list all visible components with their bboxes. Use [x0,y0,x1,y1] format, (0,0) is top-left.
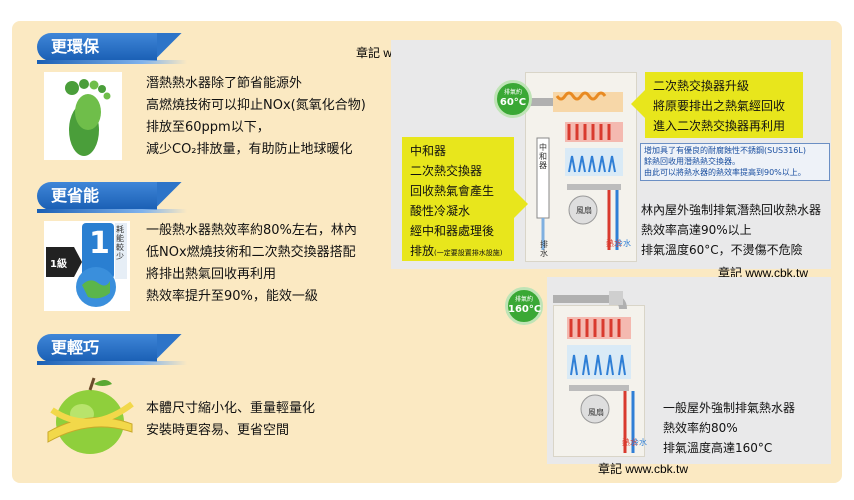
fan-label-bottom: 風扇 [588,408,604,417]
exhaust-badge-60-temp: 60°C [499,97,527,108]
cold-label-top: 冷水 [615,239,631,248]
eco-text: 潛熱熱水器除了節省能源外 高燃燒技術可以抑止NOx(氮氧化合物) 排放至60pp… [146,73,366,161]
condensing-heater-desc: 林內屋外強制排氣潛熱回收熱水器 熱效率高達90%以上 排氣溫度60°C，不燙傷不… [641,200,821,260]
standard-heater-desc: 一般屋外強制排氣熱水器 熱效率約80% 排氣溫度高達160°C [663,398,795,458]
stainless-note: 增加具了有優良的耐腐蝕性不銹鋼(SUS316L) 餘熱回收用潛熱熱交換器。 由此… [644,145,806,178]
standard-heater-internals [553,291,635,453]
stainless-note-box [640,143,830,181]
neutralizer-line-5: 經中和器處理後 [410,224,495,238]
stainless-note-2: 餘熱回收用潛熱熱交換器。 [644,157,740,166]
tab-energy: 更省能 [37,182,187,213]
condensing-heater-internals [525,91,623,250]
neutralizer-note: (一定要設置排水設施) [434,249,503,257]
neutralizer-line-6: 排放 [410,244,435,258]
neutralizer-line-4: 酸性冷凝水 [410,204,471,218]
tab-compact: 更輕巧 [37,334,187,365]
neutralizer-line-2: 二次熱交換器 [410,164,483,178]
compact-line-2: 安裝時更容易、更省空間 [146,423,290,438]
tab-energy-label: 更省能 [51,186,100,205]
secondary-callout-arrow [631,90,645,118]
energy-grade-small: 1級 [50,259,67,270]
energy-label-icon: 1級 1 耗能較少 [44,221,130,311]
neutralizer-callout-arrow [514,190,528,218]
secondary-line-1: 二次熱交換器升級 [653,79,750,93]
cold-label-bottom: 冷水 [631,438,647,447]
hot-label-top: 熱水 [606,239,622,248]
exhaust-badge-160: 排氣約 160°C [505,287,543,325]
exhaust-badge-160-temp: 160°C [508,304,542,315]
neutralizer-line-1: 中和器 [410,144,447,158]
eco-line-1: 潛熱熱水器除了節省能源外 [146,76,303,91]
eco-line-3: 排放至60ppm以下， [146,120,270,135]
standard-desc-2: 熱效率約80% [663,421,738,435]
compact-text: 本體尺寸縮小化、重量輕量化 安裝時更容易、更省空間 [146,398,315,442]
secondary-exchanger-callout: 二次熱交換器升級 將原要排出之熱氣經回收 進入二次熱交換器再利用 [645,72,803,138]
eco-line-2: 高燃燒技術可以抑止NOx(氮氧化合物) [146,98,366,113]
watermark-middle: 章記 www.cbk.tw [718,266,809,280]
drain-label: 排水 [540,240,548,258]
standard-desc-1: 一般屋外強制排氣熱水器 [663,401,796,415]
stainless-note-3: 由此可以將熱水器的熱效率提高到90%以上。 [644,168,806,177]
energy-line-4: 熱效率提升至90%，能效一級 [146,289,318,304]
secondary-line-3: 進入二次熱交換器再利用 [653,119,786,133]
energy-text: 一般熱水器熱效率約80%左右，林內 低NOx燃燒技術和二次熱交換器搭配 將排出熱… [146,220,357,308]
neutralizer-line-3: 回收熱氣會產生 [410,184,495,198]
energy-vertical-text: 耗能較少 [116,225,124,261]
neutralizer-label: 中和器 [539,143,547,170]
energy-line-3: 將排出熱氣回收再利用 [146,267,277,282]
condensing-desc-3: 排氣溫度60°C，不燙傷不危險 [641,243,803,257]
tab-eco: 更環保 [37,33,187,64]
exhaust-badge-60-small: 排氣約 [503,89,522,96]
energy-grade-big: 1 [89,226,110,261]
compact-line-1: 本體尺寸縮小化、重量輕量化 [146,401,316,416]
secondary-line-2: 將原要排出之熱氣經回收 [653,99,786,113]
exhaust-badge-60: 排氣約 60°C [494,80,532,118]
standard-desc-3: 排氣溫度高達160°C [663,441,773,455]
stainless-note-1: 增加具了有優良的耐腐蝕性不銹鋼(SUS316L) [644,146,806,155]
green-footprint-icon [44,72,122,160]
eco-line-4: 減少CO₂排放量，有助防止地球暖化 [146,142,353,157]
condensing-desc-2: 熱效率高達90%以上 [641,223,752,237]
hot-label-bottom: 熱水 [622,438,638,447]
apple-measuring-tape-icon [47,377,134,454]
neutralizer-callout: 中和器 二次熱交換器 回收熱氣會產生 酸性冷凝水 經中和器處理後 排放(一定要設… [402,137,514,261]
tab-compact-label: 更輕巧 [51,338,100,357]
condensing-desc-1: 林內屋外強制排氣潛熱回收熱水器 [641,203,822,217]
fan-label-top: 風扇 [576,206,592,215]
energy-line-1: 一般熱水器熱效率約80%左右，林內 [146,223,357,238]
energy-line-2: 低NOx燃燒技術和二次熱交換器搭配 [146,245,356,260]
tab-eco-label: 更環保 [51,37,100,56]
watermark-bottom: 章記 www.cbk.tw [598,462,689,476]
exhaust-badge-160-small: 排氣約 [514,296,533,303]
